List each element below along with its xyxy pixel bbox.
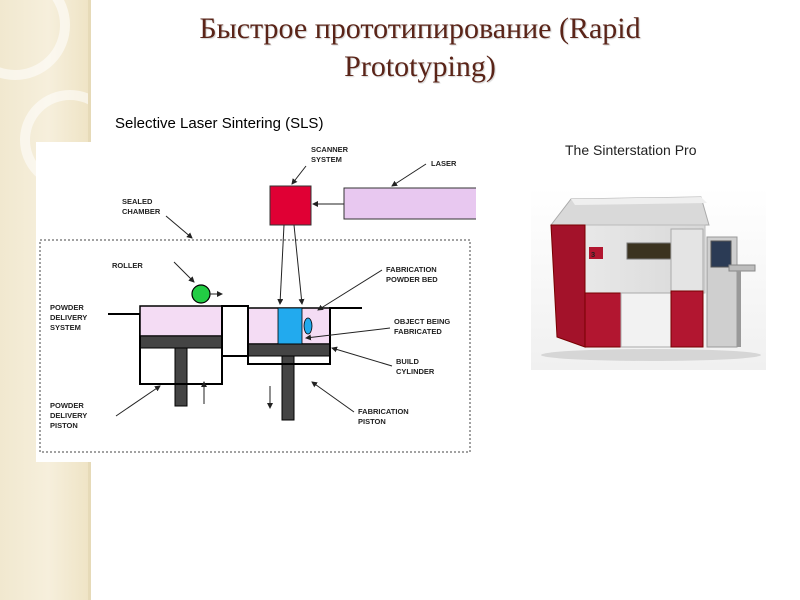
leader-powder-piston xyxy=(115,385,161,417)
label-powder-delivery-piston: PISTON xyxy=(50,421,78,430)
powder-delivery-powder xyxy=(139,305,223,337)
chamber-divider xyxy=(221,305,249,357)
leader-build-cylinder xyxy=(331,346,393,367)
powder-delivery-piston-plate xyxy=(139,335,223,349)
fabrication-piston-rod xyxy=(281,355,295,421)
scan-beam-right xyxy=(293,224,305,305)
leader-fabrication-piston xyxy=(311,381,355,413)
label-roller: ROLLER xyxy=(112,261,143,270)
label-powder-delivery-system: SYSTEM xyxy=(50,323,81,332)
fabrication-piston-plate xyxy=(247,343,331,357)
leader-roller xyxy=(173,261,195,283)
label-powder-delivery-piston: DELIVERY xyxy=(50,411,87,420)
label-fabrication-piston: FABRICATION xyxy=(358,407,409,416)
build-cylinder-wall xyxy=(247,307,362,365)
label-build-cylinder: CYLINDER xyxy=(396,367,435,376)
leader-powder-bed xyxy=(317,269,383,311)
label-build-cylinder: BUILD xyxy=(396,357,419,366)
label-powder-delivery-system: POWDER xyxy=(50,303,84,312)
label-fabrication-piston: PISTON xyxy=(358,417,386,426)
leader-laser xyxy=(391,163,427,187)
scan-beam-left xyxy=(277,224,285,305)
scanner-box xyxy=(269,185,312,226)
sinterstation-photo: 3 xyxy=(531,187,766,370)
label-laser: LASER xyxy=(431,159,457,168)
decorative-ring xyxy=(0,0,70,80)
photo-caption: The Sinterstation Pro xyxy=(565,142,697,158)
powder-delivery-wall xyxy=(108,313,141,338)
diagram-title: Selective Laser Sintering (SLS) xyxy=(115,115,324,132)
label-object-being-fabricated: OBJECT BEING xyxy=(394,317,450,326)
label-sealed-chamber: SEALED xyxy=(122,197,153,206)
sinterstation-machine-illustration: 3 xyxy=(531,187,766,370)
sls-diagram-svg: SCANNER SYSTEM LASER SEALED CHAMBER ROLL… xyxy=(39,145,498,453)
leader-sealed-chamber xyxy=(165,215,193,239)
label-powder-delivery-piston: POWDER xyxy=(50,401,84,410)
slide-title: Быстрое прототипирование (Rapid Prototyp… xyxy=(199,12,641,83)
machine-logo: 3 xyxy=(591,250,595,259)
object-being-fabricated-block xyxy=(277,307,303,345)
label-fabrication-powder-bed: FABRICATION xyxy=(386,265,437,274)
label-powder-delivery-system: DELIVERY xyxy=(50,313,87,322)
label-fabrication-powder-bed: POWDER BED xyxy=(386,275,438,284)
object-being-fabricated-part xyxy=(303,317,313,335)
leader-scanner xyxy=(291,165,307,185)
label-scanner-system: SCANNER xyxy=(311,145,349,154)
sls-diagram: SCANNER SYSTEM LASER SEALED CHAMBER ROLL… xyxy=(36,142,498,462)
roller xyxy=(191,284,211,304)
label-object-being-fabricated: FABRICATED xyxy=(394,327,442,336)
sealed-chamber-outline xyxy=(39,239,471,453)
label-sealed-chamber: CHAMBER xyxy=(122,207,161,216)
label-scanner-system: SYSTEM xyxy=(311,155,342,164)
powder-delivery-piston-rod xyxy=(174,347,188,407)
leader-object xyxy=(305,327,391,341)
laser-box xyxy=(343,187,498,220)
